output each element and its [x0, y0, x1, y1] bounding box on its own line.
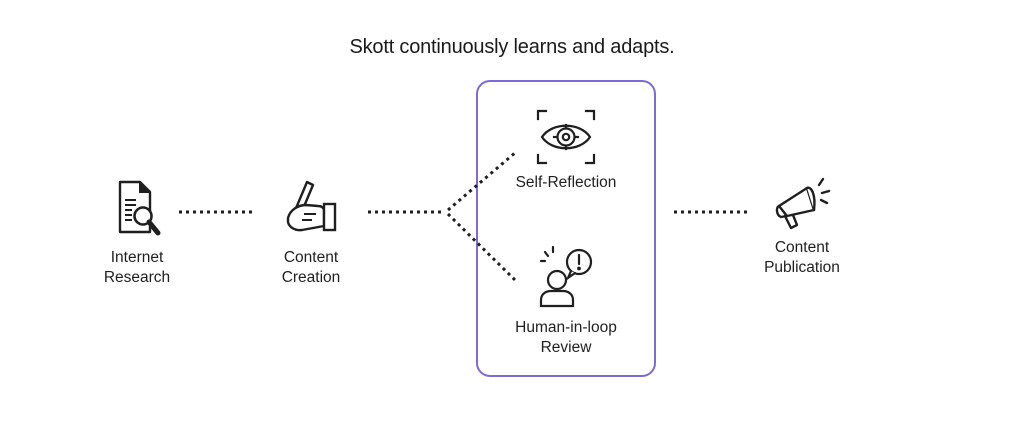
node-human-review: Human-in-loop Review	[496, 244, 636, 358]
node-label-line2: Creation	[281, 269, 341, 286]
node-label-line1: Content	[774, 239, 830, 256]
node-label-line1: Internet	[110, 249, 164, 266]
node-label-line1: Human-in-loop	[515, 319, 617, 336]
page-title: Skott continuously learns and adapts.	[349, 36, 675, 58]
node-content-creation: Content Creation	[251, 178, 371, 288]
node-internet-research: Internet Research	[78, 178, 196, 288]
node-label-line2: Publication	[764, 259, 840, 276]
eye-scan-icon	[536, 109, 596, 165]
node-label-line1: Self-Reflection	[515, 174, 617, 191]
hand-writing-icon	[286, 180, 337, 232]
document-search-icon	[118, 180, 161, 236]
node-label-line2: Research	[103, 269, 171, 286]
node-self-reflection: Self-Reflection	[496, 108, 636, 193]
node-content-publication: Content Publication	[740, 176, 864, 278]
node-label-line2: Review	[540, 339, 592, 356]
node-label-line1: Content	[283, 249, 339, 266]
megaphone-icon	[775, 177, 831, 230]
person-alert-icon	[539, 245, 593, 308]
